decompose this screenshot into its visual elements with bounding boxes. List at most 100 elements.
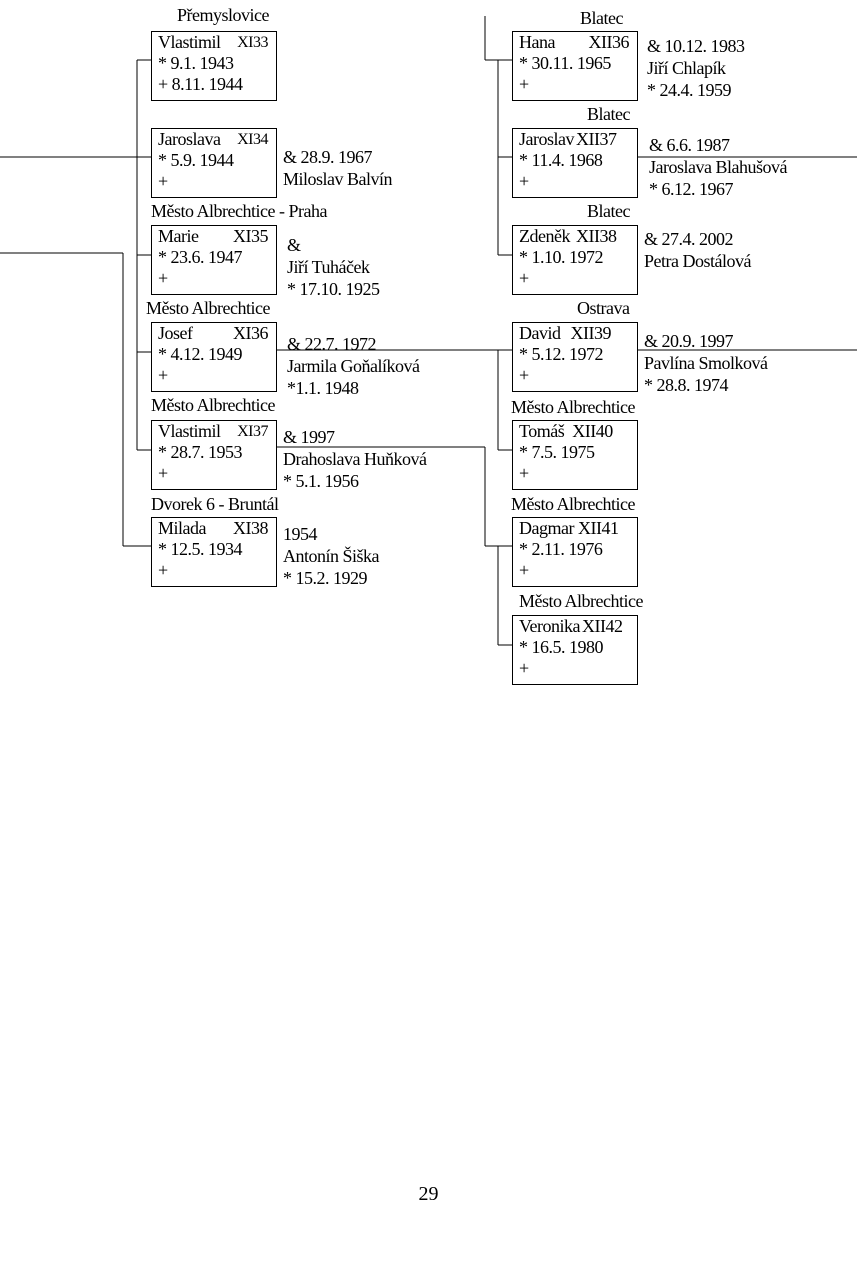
birth-date: * 4.12. 1949	[158, 344, 243, 364]
birthplace-label: Blatec	[580, 8, 623, 28]
birth-date: * 2.11. 1976	[519, 539, 603, 559]
generation-code: XI36	[233, 323, 269, 343]
generation-code: XII36	[588, 32, 630, 52]
person-name: David	[519, 323, 561, 343]
birth-date: * 5.12. 1972	[519, 344, 604, 364]
person-name: Tomáš	[519, 421, 565, 441]
death-date: +	[519, 74, 529, 94]
spouse-info: & 27.4. 2002 Petra Dostálová	[644, 228, 751, 272]
birth-date: * 30.11. 1965	[519, 53, 611, 73]
spouse-name: Jarmila Goňalíková	[287, 356, 420, 376]
person-name: Veronika	[519, 616, 580, 636]
spouse-info: & Jiří Tuháček * 17.10. 1925	[287, 234, 380, 300]
spouse-info: 1954 Antonín Šiška * 15.2. 1929	[283, 523, 380, 589]
marriage-date: & 28.9. 1967	[283, 147, 373, 167]
marriage-date: & 20.9. 1997	[644, 331, 734, 351]
person-name: Jaroslava	[158, 129, 221, 149]
birthplace-label: Město Albrechtice	[519, 591, 643, 611]
birthplace-label: Město Albrechtice - Praha	[151, 201, 327, 221]
marriage-date: &	[287, 235, 301, 255]
spouse-info: & 1997 Drahoslava Huňková * 5.1. 1956	[283, 426, 427, 492]
spouse-name: Jaroslava Blahušová	[649, 157, 787, 177]
birthplace-label: Město Albrechtice	[511, 494, 635, 514]
birth-date: * 9.1. 1943	[158, 53, 234, 73]
spouse-info: & 10.12. 1983 Jiří Chlapík * 24.4. 1959	[647, 35, 745, 101]
spouse-info: & 22.7. 1972 Jarmila Goňalíková *1.1. 19…	[287, 333, 420, 399]
birth-date: * 11.4. 1968	[519, 150, 603, 170]
birth-date: * 23.6. 1947	[158, 247, 243, 267]
marriage-date: & 10.12. 1983	[647, 36, 745, 56]
spouse-name: Miloslav Balvín	[283, 169, 393, 189]
death-date: + 8.11. 1944	[158, 74, 243, 94]
generation-code: XII40	[572, 421, 613, 441]
marriage-date: & 27.4. 2002	[644, 229, 734, 249]
marriage-date: & 6.6. 1987	[649, 135, 730, 155]
spouse-name: Pavlína Smolková	[644, 353, 768, 373]
death-date: +	[158, 463, 168, 483]
generation-code: XII42	[581, 616, 623, 636]
person-name: Zdeněk	[519, 226, 570, 246]
spouse-name: Petra Dostálová	[644, 251, 751, 271]
death-date: +	[519, 171, 529, 191]
spouse-birth: * 28.8. 1974	[644, 375, 728, 395]
death-date: +	[519, 560, 529, 580]
generation-code: XI35	[233, 226, 269, 246]
spouse-info: & 20.9. 1997 Pavlína Smolková * 28.8. 19…	[644, 330, 768, 396]
generation-code: XII37	[575, 129, 617, 149]
marriage-date: & 1997	[283, 427, 335, 447]
spouse-name: Antonín Šiška	[283, 546, 380, 566]
birthplace-label: Ostrava	[577, 298, 630, 318]
person-box: Hana XII36 * 30.11. 1965 +	[512, 31, 638, 101]
page-number: 29	[418, 1183, 439, 1205]
birthplace-label: Přemyslovice	[177, 5, 269, 25]
person-name: Vlastimil	[158, 32, 221, 52]
death-date: +	[519, 365, 529, 385]
spouse-birth: * 6.12. 1967	[649, 179, 733, 199]
generation-code: XII38	[575, 226, 617, 246]
person-name: Vlastimil	[158, 421, 221, 441]
generation-code: XII39	[570, 323, 612, 343]
generation-code: XI34	[237, 131, 268, 148]
death-date: +	[519, 658, 529, 678]
birthplace-label: Blatec	[587, 104, 630, 124]
spouse-birth: * 24.4. 1959	[647, 80, 731, 100]
marriage-date: 1954	[283, 524, 318, 544]
spouse-name: Jiří Tuháček	[287, 257, 370, 277]
spouse-birth: * 5.1. 1956	[283, 471, 359, 491]
death-date: +	[158, 560, 168, 580]
death-date: +	[158, 365, 168, 385]
birthplace-label: Město Albrechtice	[511, 397, 635, 417]
birth-date: * 1.10. 1972	[519, 247, 604, 267]
person-name: Hana	[519, 32, 555, 52]
person-name: Marie	[158, 226, 199, 246]
spouse-info: & 6.6. 1987 Jaroslava Blahušová * 6.12. …	[649, 134, 787, 200]
person-name: Milada	[158, 518, 207, 538]
generation-code: XII41	[577, 518, 619, 538]
death-date: +	[519, 268, 529, 288]
birthplace-label: Město Albrechtice	[151, 395, 275, 415]
generation-code: XI33	[237, 34, 268, 51]
person-name: Dagmar	[519, 518, 574, 538]
spouse-birth: * 15.2. 1929	[283, 568, 368, 588]
generation-code: XI37	[237, 423, 268, 440]
death-date: +	[519, 463, 529, 483]
spouse-birth: * 17.10. 1925	[287, 279, 380, 299]
death-date: +	[158, 171, 168, 191]
person-name: Josef	[158, 323, 193, 343]
spouse-birth: *1.1. 1948	[287, 378, 359, 398]
person-box: David XII39 * 5.12. 1972 +	[512, 322, 638, 392]
person-box: Josef XI36 * 4.12. 1949 +	[151, 322, 277, 392]
spouse-info: & 28.9. 1967 Miloslav Balvín	[283, 146, 393, 190]
person-name: Jaroslav	[519, 129, 574, 149]
birthplace-label: Blatec	[587, 201, 630, 221]
